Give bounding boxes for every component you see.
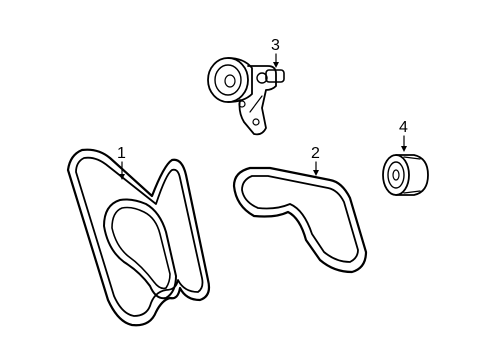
leader-arrow-4 xyxy=(401,146,407,152)
callout-label-1: 1 xyxy=(117,145,126,162)
callout-label-4: 4 xyxy=(399,119,408,136)
callout-label-2: 2 xyxy=(311,145,320,162)
callout-label-3: 3 xyxy=(271,37,280,54)
leader-arrow-2 xyxy=(313,170,319,176)
serpentine-belt-long-icon xyxy=(66,148,211,327)
leader-arrow-1 xyxy=(119,174,125,180)
serpentine-belt-short-icon xyxy=(232,166,368,274)
idler-pulley-icon xyxy=(382,154,429,196)
belt-tensioner-icon xyxy=(207,57,285,136)
leader-arrow-3 xyxy=(273,62,279,68)
